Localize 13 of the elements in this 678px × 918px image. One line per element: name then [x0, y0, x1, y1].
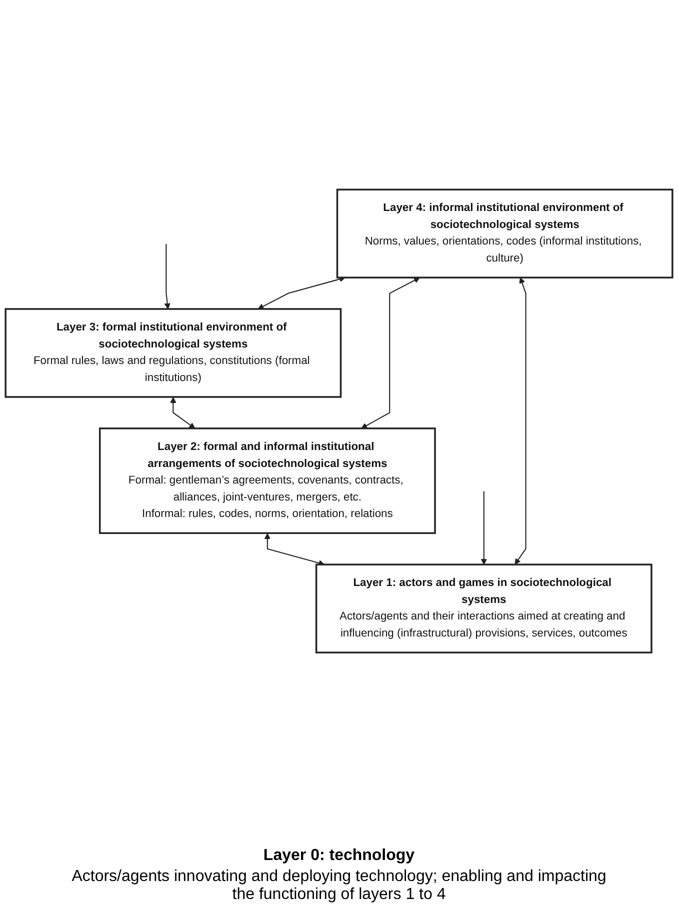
arrow [258, 276, 346, 310]
node-box: Layer 2: formal and informal institutional arrangements of sociotechnological systems Formal: gentleman’s agreements, covenants, contracts, alliances, joint-ventures, mergers, etc. Informal: rules, codes, norms, orientation, relations [98, 428, 436, 534]
arrow [264, 534, 325, 566]
node-box: Layer 3: formal institutional environment of sociotechnological systems Formal rules, laws and regulations, constitutions (formal institutions) [4, 308, 342, 398]
arrow [164, 244, 170, 310]
layer-heading: Layer 0: technology [262, 847, 416, 865]
layer-description: Actors/agents innovating and deploying technology; enabling and impacting the functioning of layers 1 to 4 [70, 868, 608, 904]
arrow [480, 492, 487, 566]
arrow [361, 278, 420, 430]
node-box: Layer 1: actors and games in sociotechnological systems Actors/agents and their interactions aimed at creating and influencing (infrastructural) provisions, services, outcomes [315, 564, 652, 654]
arrow [514, 278, 526, 566]
node-box: Layer 4: informal institutional environment of sociotechnological systems Norms, values, orientations, codes (informal institutions, culture) [336, 189, 674, 279]
arrow [170, 397, 196, 430]
